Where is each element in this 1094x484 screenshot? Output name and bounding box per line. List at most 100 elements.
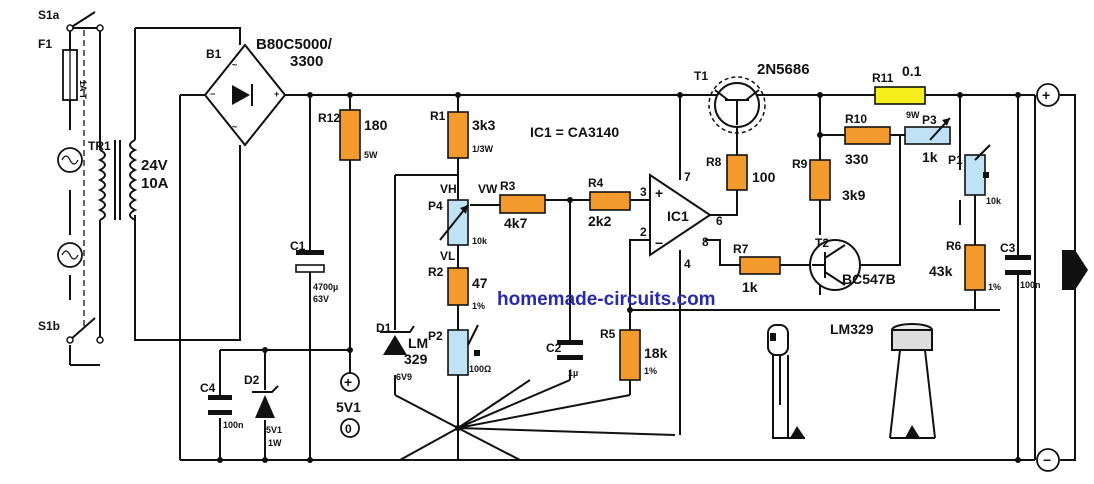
label-p1: P1 (948, 153, 963, 167)
lm329-to92-package-icon (767, 324, 805, 439)
labels: S1a S1b F1 1A T TR1 24V 10A B1 B80C5000/… (38, 8, 1041, 448)
label-d2-watt: 1W (268, 438, 282, 448)
svg-text:~: ~ (232, 60, 237, 70)
resistor-r7 (739, 256, 781, 275)
label-r6-tolerance: 1% (988, 282, 1001, 292)
label-r12-watt: 5W (364, 150, 378, 160)
label-f1-rating: 1A T (78, 80, 88, 100)
label-b1: B1 (206, 47, 222, 61)
label-p3: P3 (922, 113, 937, 127)
bridge-rectifier-b1: ~ ~ − + (203, 43, 287, 147)
svg-text:−: − (210, 89, 215, 99)
label-p2: P2 (428, 329, 443, 343)
label-r5-tolerance: 1% (644, 366, 657, 376)
label-tr-current: 10A (141, 175, 169, 192)
label-r2: R2 (428, 265, 444, 279)
label-vh: VH (440, 182, 457, 196)
label-c1: C1 (290, 239, 306, 253)
label-t2-part: BC547B (842, 271, 896, 287)
zener-d2 (252, 385, 279, 418)
label-r10-value: 330 (845, 151, 869, 167)
resistor-r3 (499, 194, 546, 214)
label-c1-voltage: 63V (313, 294, 329, 304)
label-p4-value: 10k (472, 236, 488, 246)
transistor-t1 (708, 76, 766, 134)
svg-text:0: 0 (345, 422, 352, 436)
label-t1-part: 2N5686 (757, 61, 810, 78)
wires (69, 27, 1076, 461)
svg-text:+: + (1042, 87, 1050, 103)
label-r7-value: 1k (742, 279, 758, 295)
output-terminal-plus: + (1036, 83, 1060, 107)
opamp-ic1: + − (649, 173, 712, 257)
svg-text:~: ~ (232, 122, 237, 132)
label-p1-value: 10k (986, 196, 1002, 206)
label-r5: R5 (600, 327, 616, 341)
potentiometer-p2 (447, 324, 480, 376)
resistor-r11 (874, 86, 926, 105)
capacitor-c3 (1005, 255, 1031, 275)
resistor-r1 (447, 111, 469, 159)
label-pin-3: 3 (640, 185, 647, 199)
potentiometer-p1 (964, 144, 991, 196)
label-5v1-output: 5V1 (336, 399, 361, 415)
label-c2-value: 1µ (568, 368, 578, 378)
label-r6: R6 (946, 239, 962, 253)
label-vl: VL (440, 249, 455, 263)
label-ic1: IC1 (667, 208, 689, 224)
watermark-text: homemade-circuits.com (497, 289, 716, 310)
capacitor-c4 (208, 395, 232, 415)
label-r4: R4 (588, 176, 604, 190)
resistor-r10 (844, 126, 891, 145)
label-r1: R1 (430, 109, 446, 123)
ac-source-icon (57, 147, 83, 173)
label-tr-voltage: 24V (141, 157, 168, 174)
potentiometer-p4 (439, 199, 469, 246)
label-bridge-part-2: 3300 (290, 53, 323, 70)
label-r7: R7 (733, 242, 749, 256)
label-t2: T2 (815, 236, 829, 250)
potentiometer-p3 (904, 117, 951, 145)
label-bridge-part-1: B80C5000/ (256, 36, 333, 53)
ac-source-icon (57, 242, 83, 268)
label-r12: R12 (318, 111, 340, 125)
label-r4-value: 2k2 (588, 213, 612, 229)
label-lm329-package: LM329 (830, 321, 874, 337)
label-f1: F1 (38, 37, 52, 51)
transistor-t2 (809, 239, 861, 291)
label-tr1: TR1 (88, 139, 111, 153)
resistor-r6 (964, 244, 986, 291)
label-d2-value: 5V1 (266, 425, 282, 435)
resistor-r9 (809, 159, 831, 201)
output-arrow-icon (1062, 250, 1088, 290)
switch-s1b (66, 317, 104, 344)
label-ic1-definition: IC1 = CA3140 (530, 124, 619, 140)
switch-s1a (66, 11, 104, 32)
label-c4-value: 100n (223, 420, 244, 430)
label-p3-value: 1k (922, 149, 938, 165)
label-r9: R9 (792, 157, 808, 171)
label-d1-part-1: LM (408, 335, 428, 351)
label-p2-value: 100Ω (469, 364, 491, 374)
label-s1a: S1a (38, 8, 60, 22)
capacitor-c1 (295, 250, 325, 273)
svg-text:+: + (344, 374, 352, 390)
label-c4: C4 (200, 381, 216, 395)
zener-d1 (380, 325, 415, 355)
label-c1-value: 4700µ (313, 282, 338, 292)
svg-text:−: − (655, 235, 663, 251)
label-r12-value: 180 (364, 117, 388, 133)
transformer-tr1 (97, 139, 138, 221)
label-d1-voltage: 6V9 (396, 372, 412, 382)
label-pin-7: 7 (684, 170, 691, 184)
label-r5-value: 18k (644, 345, 668, 361)
label-r11-value: 0.1 (902, 63, 922, 79)
label-r9-value: 3k9 (842, 187, 866, 203)
label-r11: R11 (872, 71, 894, 85)
fuse-f1 (62, 49, 78, 101)
output-terminal-minus: − (1036, 448, 1060, 472)
label-r3: R3 (500, 179, 516, 193)
label-pin-2: 2 (640, 225, 647, 239)
resistor-r8 (726, 154, 748, 191)
resistor-r12 (339, 109, 361, 161)
